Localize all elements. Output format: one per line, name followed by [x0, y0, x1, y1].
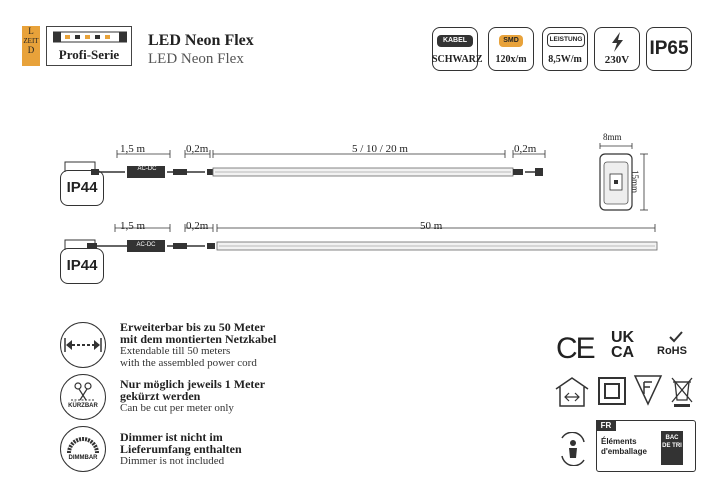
- diagram2-ip44-badge: IP44: [60, 248, 104, 284]
- ip65-badge: IP65: [646, 27, 692, 71]
- spec-cable-badge: KABEL: [437, 35, 473, 47]
- spec-voltage-value: 230V: [604, 54, 630, 66]
- diagram2-lead-length: 0,2m: [186, 220, 209, 232]
- f-mark-icon: [633, 375, 663, 406]
- scissors-icon: KÜRZBAR: [60, 374, 106, 420]
- feature-dimmer-en-line1: Dimmer is not included: [120, 455, 225, 467]
- feature-extendable-en-line2: with the assembled power cord: [120, 357, 257, 369]
- feature-dimmer-de-line1: Dimmer ist nicht im: [120, 430, 223, 444]
- triman-bin-icon: BAC DE TRI: [661, 431, 683, 465]
- ce-mark: CE: [556, 332, 596, 365]
- triman-text-line2: d'emballage: [601, 447, 647, 456]
- feature-cuttable-de-line1: Nur möglich jeweils 1 Meter: [120, 377, 266, 391]
- logo-orange-bar: L ZEIT D: [22, 26, 40, 66]
- diagram1-driver-label: AC-DC: [137, 166, 157, 172]
- spec-cable-value: SCHWARZ: [432, 54, 483, 65]
- ukca-top: UK: [611, 329, 635, 346]
- feature-extendable-en-line1: Extendable till 50 meters: [120, 345, 231, 357]
- indoor-use-icon: [555, 377, 589, 407]
- diagram2-cable-length: 1,5 m: [120, 220, 146, 232]
- logo-letter-zeit: ZEIT: [23, 36, 39, 45]
- diagram1-ip44-badge: IP44: [60, 170, 104, 206]
- rohs-check-icon: [669, 331, 683, 343]
- triman-box: FR Éléments d'emballage BAC DE TRI: [596, 420, 696, 472]
- led-strip-icon: [53, 31, 127, 43]
- diagram2-driver-label: AC-DC: [136, 242, 156, 248]
- spec-smd-badge: SMD: [499, 35, 523, 47]
- diagram2-strip-length: 50 m: [420, 220, 443, 232]
- diagram1-lead-length: 0,2m: [186, 143, 209, 155]
- product-title: LED Neon Flex: [148, 32, 254, 49]
- spec-power: LEISTUNG 8,5W/m: [542, 27, 588, 71]
- logo-letters: L ZEIT D: [23, 26, 39, 56]
- feature-cuttable: Nur möglich jeweils 1 Meter gekürzt werd…: [120, 378, 265, 414]
- spec-power-value: 8,5W/m: [548, 54, 582, 65]
- feature-dimmer: Dimmer ist nicht im Lieferumfang enthalt…: [120, 431, 242, 467]
- spec-voltage: 230V: [594, 27, 640, 71]
- feature-cuttable-en-line1: Can be cut per meter only: [120, 402, 234, 414]
- dimmer-icon-label: DIMMBAR: [68, 455, 98, 461]
- spec-smd: SMD 120x/m: [488, 27, 534, 71]
- diagram1-tail-length: 0,2m: [514, 143, 537, 155]
- rohs-mark: RoHS: [657, 345, 687, 357]
- feature-extendable-de-line2: mit dem montierten Netzkabel: [120, 332, 277, 346]
- logo-letter-d: D: [27, 45, 35, 55]
- feature-extendable-de-line1: Erweiterbar bis zu 50 Meter: [120, 320, 266, 334]
- product-subtitle: LED Neon Flex: [148, 51, 244, 67]
- wiring-diagram-2: [64, 224, 658, 252]
- feature-extendable: Erweiterbar bis zu 50 Meter mit dem mont…: [120, 321, 276, 369]
- spec-smd-value: 120x/m: [495, 54, 527, 65]
- diagram1-strip-length: 5 / 10 / 20 m: [352, 143, 408, 155]
- logo-series-box: Profi-Serie: [46, 26, 132, 66]
- spec-power-badge: LEISTUNG: [547, 33, 585, 47]
- brand-logo: L ZEIT D Profi-Serie: [22, 26, 132, 66]
- feature-cuttable-de-line2: gekürzt werden: [120, 389, 201, 403]
- extendable-icon: [60, 322, 106, 368]
- series-name: Profi-Serie: [58, 47, 120, 62]
- weee-bin-icon: [671, 377, 693, 407]
- logo-letter-l: L: [28, 26, 34, 36]
- lightning-icon: [612, 32, 623, 52]
- ukca-mark: UK CA: [611, 329, 635, 361]
- protection-class-ii-icon: [598, 377, 626, 405]
- triman-person-icon: [561, 432, 585, 466]
- triman-fr-badge: FR: [596, 420, 616, 431]
- diagram1-cable-length: 1,5 m: [120, 143, 146, 155]
- triman-text-line1: Éléments: [601, 437, 637, 446]
- wiring-diagram-1: [64, 150, 546, 178]
- ukca-bottom: CA: [611, 344, 635, 361]
- profile-cross-section-icon: [599, 143, 648, 211]
- spec-cable: KABEL SCHWARZ: [432, 27, 483, 71]
- scissors-icon-label: KÜRZBAR: [68, 403, 98, 409]
- feature-dimmer-de-line2: Lieferumfang enthalten: [120, 442, 242, 456]
- profile-width-label: 8mm: [603, 132, 622, 142]
- dimmer-icon: DIMMBAR: [60, 426, 106, 472]
